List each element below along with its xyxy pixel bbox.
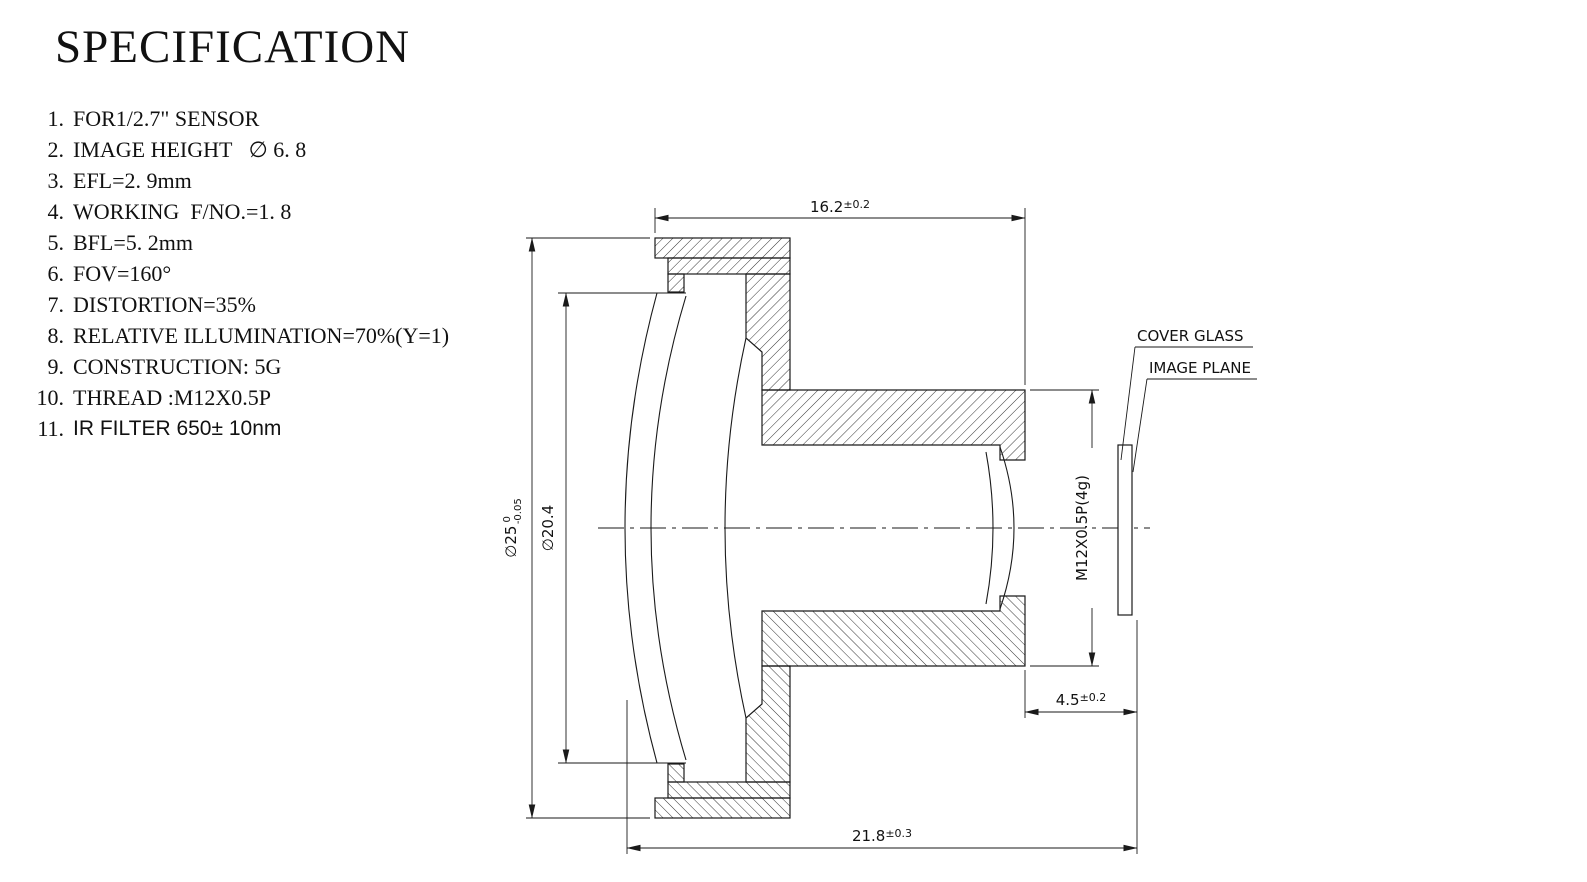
page-title: SPECIFICATION	[55, 21, 411, 73]
spec-item-text: FOV=160°	[73, 261, 172, 286]
spec-item-number: 4.	[47, 199, 65, 224]
spec-item-text: DISTORTION=35%	[73, 292, 257, 317]
spec-item-text: WORKING F/NO.=1. 8	[73, 199, 292, 224]
spec-list: 1. FOR1/2.7" SENSOR 2. IMAGE HEIGHT ∅ 6. 8…	[26, 103, 450, 444]
spec-item-text: RELATIVE ILLUMINATION=70%(Y=1)	[73, 323, 450, 348]
label-image-plane: IMAGE PLANE	[1132, 359, 1257, 473]
spec-item-text: FOR1/2.7" SENSOR	[73, 106, 260, 131]
spec-item-text: IR FILTER 650± 10nm	[73, 417, 282, 440]
spec-item: 9. CONSTRUCTION: 5G	[26, 351, 449, 382]
dim-top-width-text: 16.2±0.2	[810, 198, 870, 216]
spec-item: 4. WORKING F/NO.=1. 8	[26, 196, 449, 227]
spec-item: 1. FOR1/2.7" SENSOR	[26, 103, 449, 134]
flange-wall	[745, 273, 791, 391]
front-lens-inner-surface	[650, 295, 687, 761]
image-plane-label: IMAGE PLANE	[1149, 359, 1251, 377]
dim-thread-text: M12X0.5P(4g)	[1073, 475, 1091, 581]
front-lip	[667, 257, 791, 275]
spec-item-text: CONSTRUCTION: 5G	[73, 354, 282, 379]
threaded-barrel-wall	[761, 389, 1026, 461]
cover-glass-section	[1117, 444, 1133, 616]
second-lens-surface	[724, 337, 747, 719]
dim-total-length-text: 21.8±0.3	[852, 827, 912, 845]
rear-lens-inner-surface	[985, 451, 994, 605]
spec-item-text: EFL=2. 9mm	[73, 168, 192, 193]
dim-outer-diameter-text: ∅250-0.05	[502, 498, 524, 557]
lens-elements	[624, 292, 1015, 764]
label-cover-glass: COVER GLASS	[1120, 327, 1253, 461]
spec-item: 6. FOV=160°	[26, 258, 449, 289]
spec-item-number: 6.	[47, 261, 65, 286]
spec-item-text: IMAGE HEIGHT ∅ 6. 8	[73, 137, 307, 162]
spec-item-text: THREAD :M12X0.5P	[73, 385, 272, 410]
spec-item-number: 11.	[37, 416, 64, 441]
spec-item: 5. BFL=5. 2mm	[26, 227, 449, 258]
spec-item-number: 9.	[47, 354, 65, 379]
spec-item: 11. IR FILTER 650± 10nm	[26, 413, 449, 444]
dim-thread: M12X0.5P(4g)	[1030, 389, 1099, 667]
spec-item: 7. DISTORTION=35%	[26, 289, 449, 320]
spec-item: 10. THREAD :M12X0.5P	[26, 382, 449, 413]
spec-item: 2. IMAGE HEIGHT ∅ 6. 8	[26, 134, 449, 165]
dim-top-width: 16.2±0.2	[654, 198, 1026, 385]
rear-lens-surface	[999, 446, 1015, 610]
dim-total-length: 21.8±0.3	[626, 700, 1138, 854]
front-lip-step	[667, 273, 685, 293]
dim-clear-diameter-text: ∅20.4	[539, 505, 557, 551]
spec-item: 8. RELATIVE ILLUMINATION=70%(Y=1)	[26, 320, 450, 351]
spec-item-text: BFL=5. 2mm	[73, 230, 193, 255]
spec-item-number: 5.	[47, 230, 65, 255]
front-lens-outer-surface	[624, 292, 658, 764]
dim-back-gap-text: 4.5±0.2	[1056, 691, 1107, 709]
lens-barrel-section-bottom	[654, 595, 1026, 819]
spec-item-number: 2.	[47, 137, 65, 162]
dim-clear-diameter: ∅20.4	[539, 292, 662, 764]
dim-back-gap: 4.5±0.2	[1024, 620, 1138, 854]
dim-outer-diameter: ∅250-0.05	[502, 237, 650, 819]
spec-item-number: 10.	[36, 385, 65, 410]
front-cap-ring	[654, 237, 791, 259]
lens-barrel-section-top	[654, 237, 1026, 461]
spec-item-number: 8.	[47, 323, 65, 348]
cover-glass-label: COVER GLASS	[1137, 327, 1244, 345]
spec-item: 3. EFL=2. 9mm	[26, 165, 449, 196]
spec-item-number: 7.	[47, 292, 65, 317]
spec-item-number: 3.	[47, 168, 65, 193]
spec-item-number: 1.	[47, 106, 65, 131]
